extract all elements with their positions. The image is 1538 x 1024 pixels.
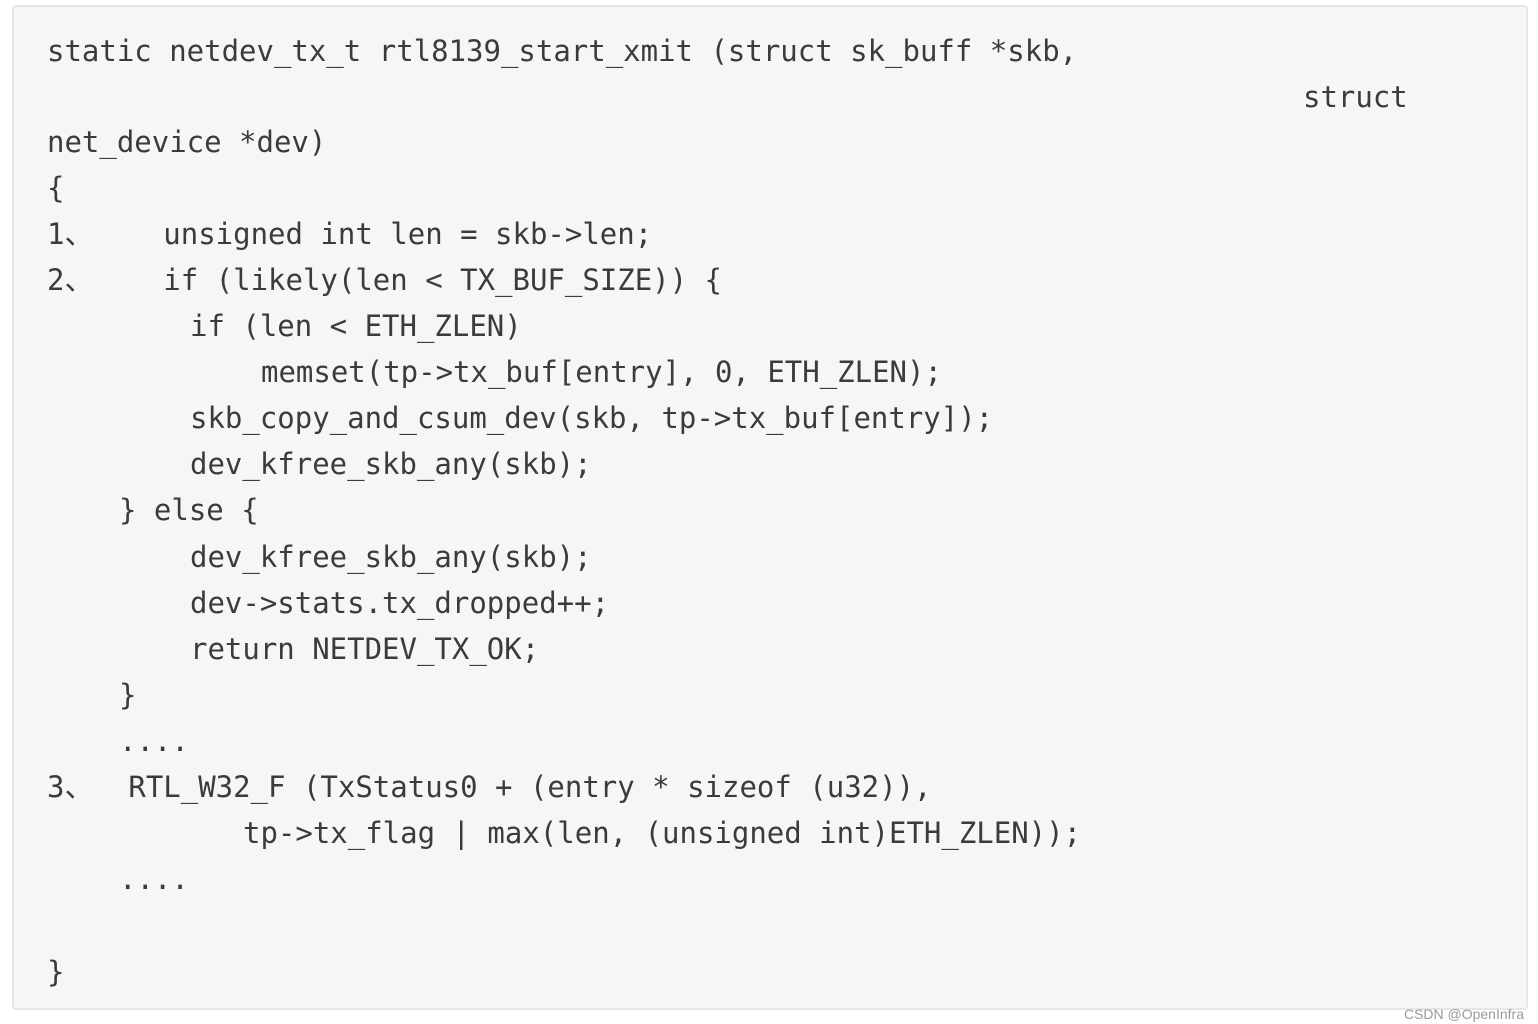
code-line: struct (1303, 80, 1408, 114)
code-line: skb_copy_and_csum_dev(skb, tp->tx_buf[en… (190, 401, 994, 435)
code-line: 2、 if (likely(len < TX_BUF_SIZE)) { (47, 263, 723, 297)
code-line: tp->tx_flag | max(len, (unsigned int)ETH… (243, 816, 1082, 850)
code-line: .... (119, 862, 189, 896)
code-line: memset(tp->tx_buf[entry], 0, ETH_ZLEN); (261, 355, 942, 389)
code-line: return NETDEV_TX_OK; (190, 632, 540, 666)
code-line: 3、 RTL_W32_F (TxStatus0 + (entry * sizeo… (47, 770, 932, 804)
code-line: dev->stats.tx_dropped++; (190, 586, 610, 620)
code-line: dev_kfree_skb_any(skb); (190, 540, 592, 574)
code-line: { (47, 171, 65, 205)
code-line: } (119, 678, 137, 712)
code-line: dev_kfree_skb_any(skb); (190, 447, 592, 481)
code-line: 1、 unsigned int len = skb->len; (47, 217, 653, 251)
watermark: CSDN @OpenInfra (1403, 1006, 1524, 1022)
code-line: if (len < ETH_ZLEN) (190, 309, 522, 343)
code-line: static netdev_tx_t rtl8139_start_xmit (s… (47, 34, 1078, 68)
code-line: net_device *dev) (47, 125, 327, 159)
code-block: static netdev_tx_t rtl8139_start_xmit (s… (12, 5, 1528, 1010)
code-line: } (47, 955, 65, 989)
code-line: .... (119, 724, 189, 758)
code-line: } else { (119, 493, 259, 527)
